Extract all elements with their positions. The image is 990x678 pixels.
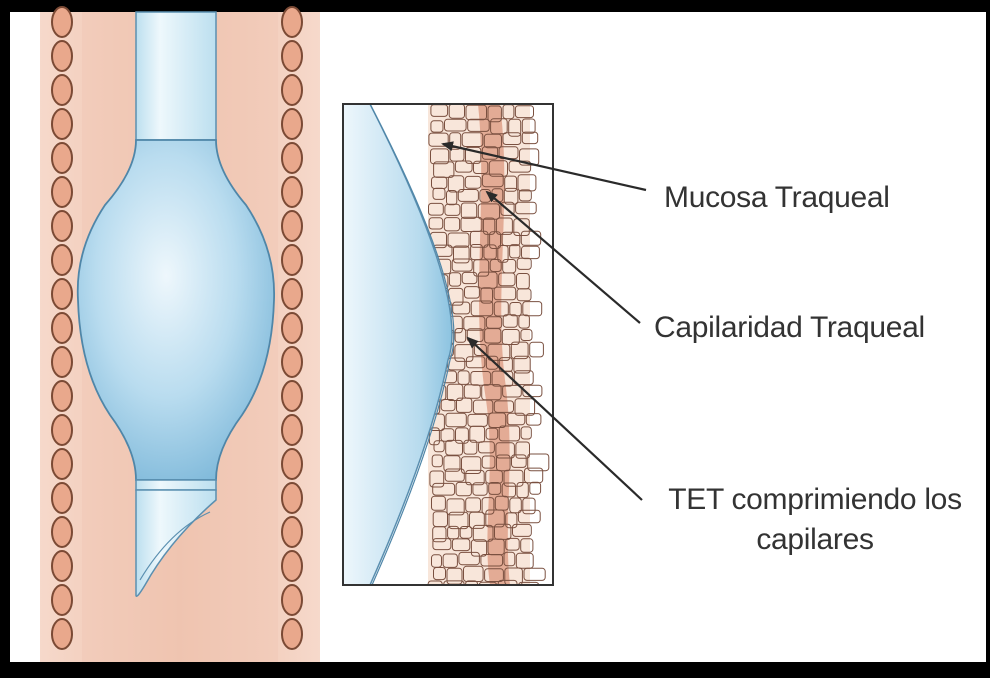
cartilage-ring <box>282 41 302 71</box>
cartilage-ring <box>282 483 302 513</box>
cartilage-ring <box>52 381 72 411</box>
cartilage-ring <box>282 585 302 615</box>
cartilage-ring <box>282 381 302 411</box>
cartilage-ring <box>282 211 302 241</box>
mucosa-closeup-inset <box>343 104 553 598</box>
cartilage-ring <box>52 211 72 241</box>
label-tet-line1: TET comprimiendo los <box>650 480 980 520</box>
cartilage-ring <box>52 109 72 139</box>
cartilage-ring <box>282 7 302 37</box>
cartilage-ring <box>282 415 302 445</box>
cartilage-ring <box>52 7 72 37</box>
cartilage-ring <box>52 313 72 343</box>
cartilage-ring <box>52 41 72 71</box>
cartilage-ring <box>52 517 72 547</box>
cartilage-ring <box>282 177 302 207</box>
label-tet-line2: capilares <box>650 520 980 560</box>
cartilage-ring <box>52 347 72 377</box>
label-mucosa-traqueal: Mucosa Traqueal <box>664 178 890 218</box>
cartilage-ring <box>52 279 72 309</box>
cartilage-ring <box>282 449 302 479</box>
cartilage-ring <box>282 619 302 649</box>
cartilage-ring <box>52 449 72 479</box>
cartilage-ring <box>282 143 302 173</box>
cartilage-ring <box>282 245 302 275</box>
cartilage-ring <box>52 143 72 173</box>
cartilage-ring <box>52 585 72 615</box>
tube-shaft-upper <box>136 12 216 140</box>
cartilage-ring <box>282 109 302 139</box>
cartilage-ring <box>52 177 72 207</box>
cartilage-ring <box>282 347 302 377</box>
cartilage-ring <box>52 415 72 445</box>
cartilage-ring <box>52 245 72 275</box>
cartilage-ring <box>282 75 302 105</box>
cartilage-ring <box>282 313 302 343</box>
cartilage-ring <box>282 551 302 581</box>
label-capilaridad-traqueal: Capilaridad Traqueal <box>654 308 925 348</box>
label-tet-comprimiendo: TET comprimiendo los capilares <box>650 480 980 560</box>
cartilage-ring <box>282 279 302 309</box>
cartilage-ring <box>52 75 72 105</box>
tube-collar <box>136 480 216 490</box>
cartilage-ring <box>52 619 72 649</box>
cartilage-ring <box>52 551 72 581</box>
cartilage-ring <box>282 517 302 547</box>
cartilage-ring <box>52 483 72 513</box>
